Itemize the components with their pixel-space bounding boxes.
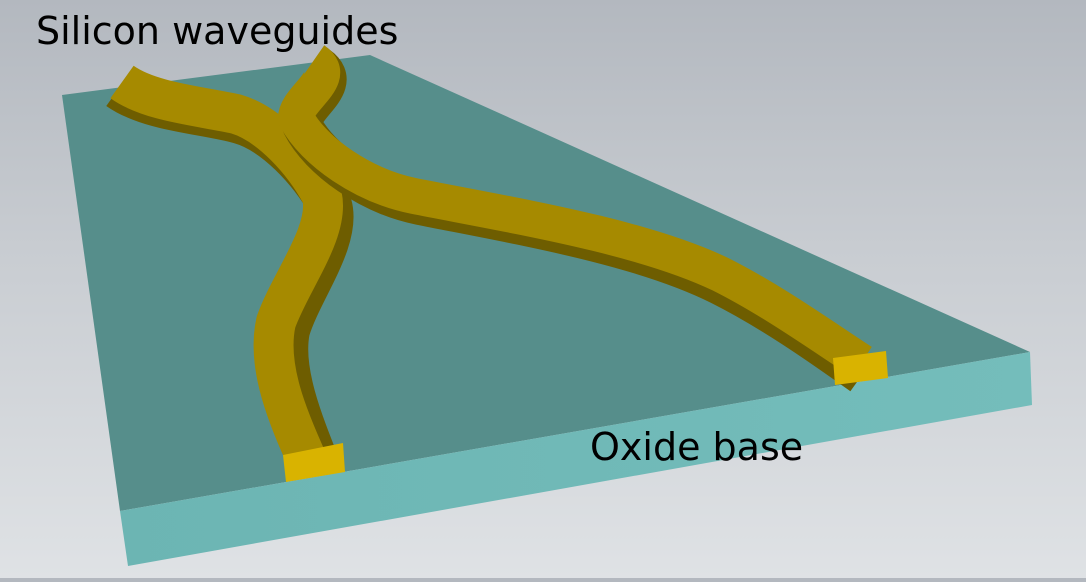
oxide-base-side-face [120, 352, 1032, 566]
oxide-base-label: Oxide base [590, 425, 804, 469]
waveguide-left-end [283, 443, 345, 482]
silicon-waveguides-label: Silicon waveguides [36, 9, 399, 53]
silicon-waveguide-right [278, 45, 888, 392]
silicon-waveguide-left [106, 65, 354, 482]
waveguide-right-top [278, 45, 872, 378]
waveguide-left-top [110, 65, 343, 471]
waveguide-right-end [833, 351, 888, 385]
